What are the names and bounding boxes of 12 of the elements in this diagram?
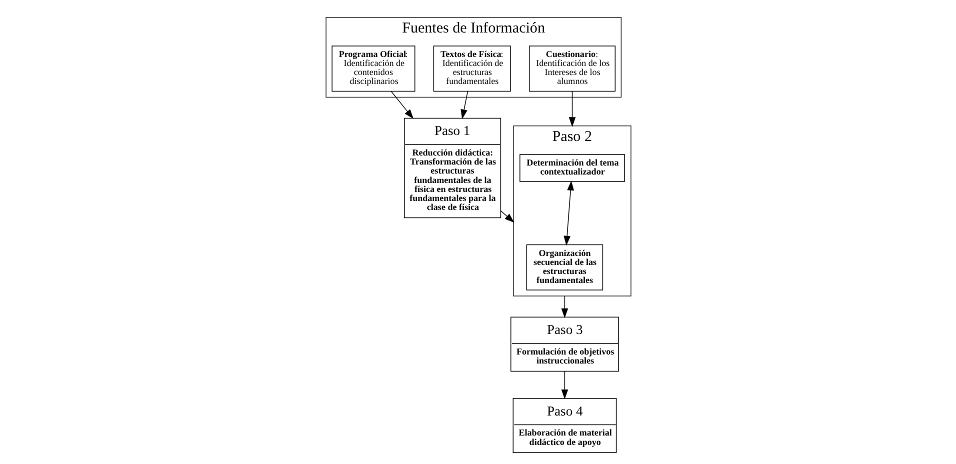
node-box: Textos de Física: Identificación de estructuras fundamentales — [432, 46, 510, 92]
arrow — [460, 90, 468, 120]
arrow — [568, 90, 576, 127]
node-box: Determinación del tema contextualizador — [519, 154, 624, 182]
node-box: Programa Oficial: Identificación de contenidos disciplinarios — [331, 46, 415, 92]
arrow — [500, 210, 514, 223]
arrow — [560, 296, 568, 318]
node-box: Organización secuencial de las estructuras fundamentales — [526, 244, 603, 290]
arrow — [560, 370, 568, 400]
arrow — [563, 180, 574, 246]
arrow — [390, 90, 414, 120]
node-box: Cuestionario: Identificación de los Intereses de los alumnos — [528, 46, 616, 92]
